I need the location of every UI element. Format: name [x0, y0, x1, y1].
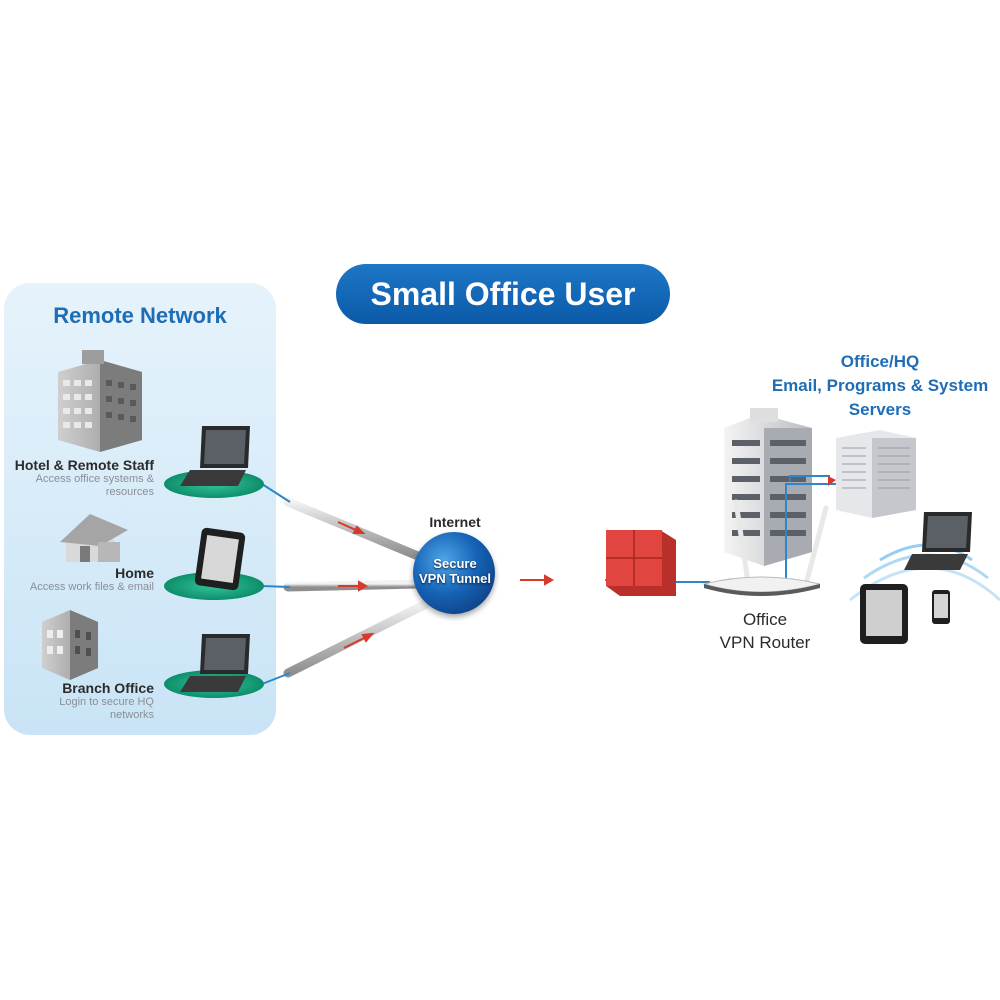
- firewall-icon: [606, 530, 676, 596]
- tunnel-arrow: [337, 521, 555, 649]
- tablet-icon: [860, 584, 908, 644]
- tunnel-label-line: Secure: [433, 556, 477, 571]
- laptop-icon: [904, 512, 972, 570]
- tunnel-tubes: [261, 483, 710, 685]
- site-description: Access office systems &: [35, 473, 154, 485]
- router-icon: [702, 499, 829, 596]
- secure-vpn-tunnel-label: Secure VPN Tunnel: [405, 556, 505, 586]
- tablet-icon: [194, 527, 246, 591]
- remote-network-heading: Remote Network: [53, 303, 227, 328]
- tunnel-label-line: VPN Tunnel: [419, 571, 491, 586]
- site-name: Branch Office: [62, 680, 154, 696]
- site-branch-office: Branch Office Login to secure HQ network…: [8, 680, 154, 722]
- hq-building-icon: [724, 408, 812, 566]
- server-icon: [836, 430, 916, 518]
- laptop-icon: [180, 426, 250, 486]
- laptop-icon: [180, 634, 250, 692]
- site-name: Home: [115, 565, 154, 581]
- office-building-icon: [42, 610, 98, 680]
- page-title: Small Office User: [336, 264, 670, 324]
- site-description: resources: [105, 486, 154, 498]
- hq-heading: Office/HQ Email, Programs & System Serve…: [760, 350, 1000, 422]
- globe-icon: [413, 532, 495, 614]
- router-label-line: VPN Router: [719, 633, 811, 652]
- site-home: Home Access work files & email: [8, 565, 154, 594]
- building-icon: [58, 350, 142, 452]
- site-description: Login to secure HQ: [59, 696, 154, 708]
- internet-label: Internet: [429, 514, 481, 530]
- site-description: Access work files & email: [29, 581, 154, 593]
- router-label-line: Office: [742, 610, 788, 629]
- hq-heading-line: Email, Programs & System: [771, 376, 989, 395]
- phone-icon: [932, 590, 950, 624]
- site-name: Hotel & Remote Staff: [14, 457, 154, 473]
- house-icon: [60, 514, 128, 562]
- site-description: networks: [109, 709, 154, 721]
- hq-heading-line: Office/HQ: [840, 352, 920, 371]
- router-label: Office VPN Router: [700, 608, 830, 654]
- site-hotel-remote-staff: Hotel & Remote Staff Access office syste…: [8, 457, 154, 499]
- hq-heading-line: Servers: [848, 400, 912, 419]
